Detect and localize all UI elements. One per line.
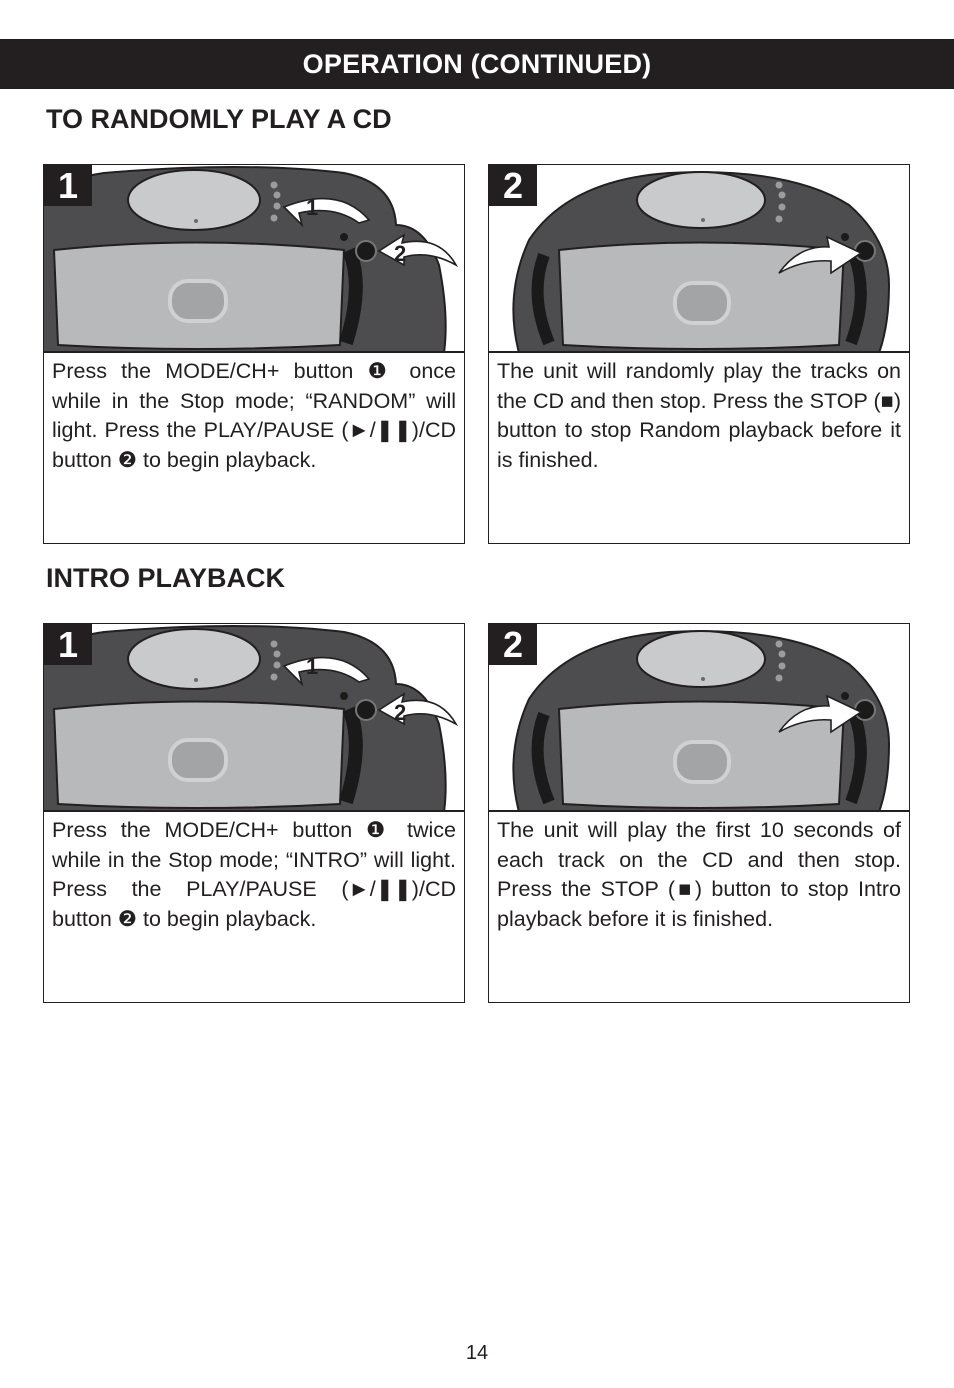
section-title-intro: INTRO PLAYBACK xyxy=(46,563,286,593)
step-number-badge: 2 xyxy=(489,165,537,206)
section-title-random: TO RANDOMLY PLAY A CD xyxy=(46,104,392,134)
boombox-illustration xyxy=(489,624,909,812)
step-instruction-text: Press the MODE/CH+ button ❶ once while i… xyxy=(52,359,456,472)
callout-1: 1 xyxy=(306,195,318,220)
step-instruction-text: The unit will randomly play the tracks o… xyxy=(497,359,901,472)
random-step-2-panel: 2 The unit will randomly play the tracks… xyxy=(488,164,910,544)
boombox-illustration: 1 2 xyxy=(44,624,464,812)
step-instruction-text: The unit will play the first 10 seconds … xyxy=(497,818,901,931)
step-number-badge: 1 xyxy=(44,165,92,206)
boombox-stop-illustration xyxy=(512,630,891,810)
boombox-illustration xyxy=(489,165,909,353)
intro-step-2-panel: 2 The unit will play the first 10 second… xyxy=(488,623,910,1003)
step-instruction-text: Press the MODE/CH+ button ❶ twice while … xyxy=(52,818,456,931)
boombox-illustration: 1 2 xyxy=(44,165,464,353)
boombox-mode-play-illustration: 1 2 xyxy=(44,625,459,810)
boombox-mode-play-illustration: 1 2 xyxy=(44,166,459,351)
step-number-badge: 1 xyxy=(44,624,92,665)
random-step-1-panel: 1 2 1 Press the MODE/CH+ button ❶ once w… xyxy=(43,164,465,544)
intro-step-1-panel: 1 2 1 Press the MODE/CH+ button ❶ twice … xyxy=(43,623,465,1003)
callout-2: 2 xyxy=(394,700,406,725)
boombox-stop-illustration xyxy=(512,171,891,351)
header-title: OPERATION (CONTINUED) xyxy=(302,48,652,79)
callout-2: 2 xyxy=(394,241,406,266)
section-header-bar: OPERATION (CONTINUED) xyxy=(0,39,954,89)
page-number: 14 xyxy=(465,1342,489,1364)
step-number-badge: 2 xyxy=(489,624,537,665)
callout-1: 1 xyxy=(306,654,318,679)
